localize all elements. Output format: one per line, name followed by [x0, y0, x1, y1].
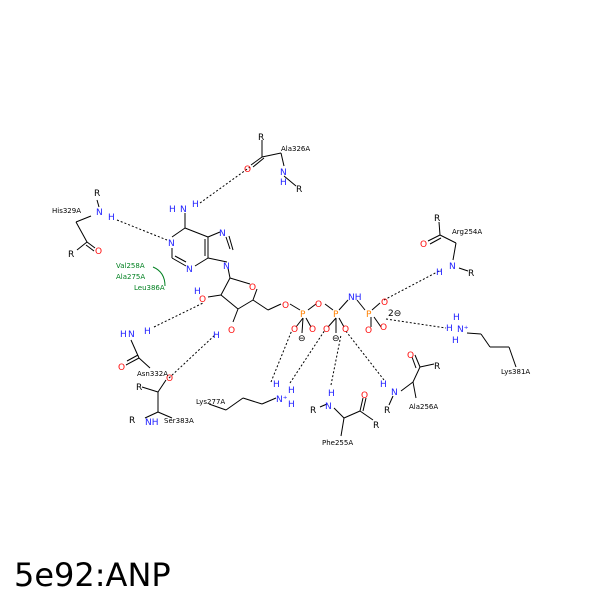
atom-r: R [296, 185, 302, 195]
bonds [75, 140, 517, 437]
atom-labels: R O N H R R N H O R H N H N N N N O O H … [68, 133, 474, 431]
atom-h: H [273, 380, 280, 390]
diagram-title: 5e92:ANP [14, 556, 171, 594]
atom-r: R [68, 250, 74, 260]
atom-o: O [95, 247, 102, 257]
residue-label-ala256: Ala256A [409, 403, 438, 411]
atom-h: H [169, 205, 176, 215]
atom-h: H [213, 331, 220, 341]
charge-two-minus: 2⊖ [388, 309, 401, 319]
atom-n: N [325, 402, 332, 412]
atom-o: O [291, 325, 298, 335]
atom-n: N [168, 239, 175, 249]
atom-nh: NH [145, 418, 159, 428]
atom-o: O [166, 374, 173, 384]
atom-n: N [180, 205, 187, 215]
atom-o: O [249, 283, 256, 293]
atom-o: O [323, 325, 330, 335]
atom-r: R [94, 189, 100, 199]
residue-label-ala326: Ala326A [281, 145, 310, 153]
atom-o: O [244, 165, 251, 175]
atom-r: R [434, 362, 440, 372]
atom-h: H [328, 389, 335, 399]
atom-n: N [449, 262, 456, 272]
atom-h: H [288, 386, 295, 396]
atom-nh: NH [348, 293, 362, 303]
atom-r: R [258, 133, 264, 143]
atom-n: N [391, 388, 398, 398]
atom-r: R [384, 406, 390, 416]
atom-h: H [446, 324, 453, 334]
atom-o: O [380, 323, 387, 333]
atom-o: O [282, 301, 289, 311]
atom-h: H [108, 213, 115, 223]
atom-o: O [118, 363, 125, 373]
atom-h: H [453, 313, 460, 323]
residue-label-lys277: Lys277A [196, 398, 225, 406]
atom-h: H [452, 336, 459, 346]
atom-h: H [144, 327, 151, 337]
atom-o: O [365, 326, 372, 336]
atom-p: P [333, 310, 339, 320]
residue-label-val258: Val258A [116, 262, 145, 270]
atom-h: H [194, 287, 201, 297]
residue-label-leu386: Leu386A [134, 284, 165, 292]
atom-n-plus: N⁺ [276, 395, 288, 405]
atom-p: P [366, 310, 372, 320]
atom-n: N [223, 262, 230, 272]
atom-h: H [436, 268, 443, 278]
atom-r: R [373, 421, 379, 431]
atom-o: O [361, 391, 368, 401]
atom-h: H [192, 200, 199, 210]
atom-o: O [381, 298, 388, 308]
atom-o: O [342, 325, 349, 335]
residue-labels: Ala326A His329A Arg254A Val258A Ala275A … [52, 145, 530, 447]
atom-r: R [129, 416, 135, 426]
atom-p: P [300, 310, 306, 320]
atom-h: H [380, 380, 387, 390]
residue-label-asn332: Asn332A [137, 370, 168, 378]
hydrogen-bonds [116, 166, 447, 386]
atom-r: R [136, 383, 142, 393]
residue-label-his329: His329A [52, 207, 81, 215]
hydrophobic-contact-arc [152, 266, 166, 287]
atom-h: H [280, 178, 287, 188]
residue-label-ser383: Ser383A [164, 417, 194, 425]
atom-h: H [288, 400, 295, 410]
atom-n: N [186, 265, 193, 275]
charge-minus: ⊖ [298, 334, 306, 344]
atom-o: O [315, 300, 322, 310]
atom-n: N [96, 208, 103, 218]
residue-label-arg254: Arg254A [452, 228, 482, 236]
charge-minus: ⊖ [332, 334, 340, 344]
atom-o: O [420, 240, 427, 250]
atom-r: R [468, 269, 474, 279]
atom-r: R [434, 214, 440, 224]
atom-n: N [280, 168, 287, 178]
atom-o: O [407, 351, 414, 361]
atom-h: H [120, 330, 127, 340]
residue-label-ala275: Ala275A [116, 273, 145, 281]
residue-label-lys381: Lys381A [501, 368, 530, 376]
atom-n-plus: N⁺ [457, 325, 469, 335]
atom-n: N [219, 229, 226, 239]
atom-r: R [310, 406, 316, 416]
residue-label-phe255: Phe255A [322, 439, 353, 447]
atom-n: N [128, 330, 135, 340]
atom-o: O [309, 325, 316, 335]
atom-o: O [199, 295, 206, 305]
atom-o: O [228, 326, 235, 336]
